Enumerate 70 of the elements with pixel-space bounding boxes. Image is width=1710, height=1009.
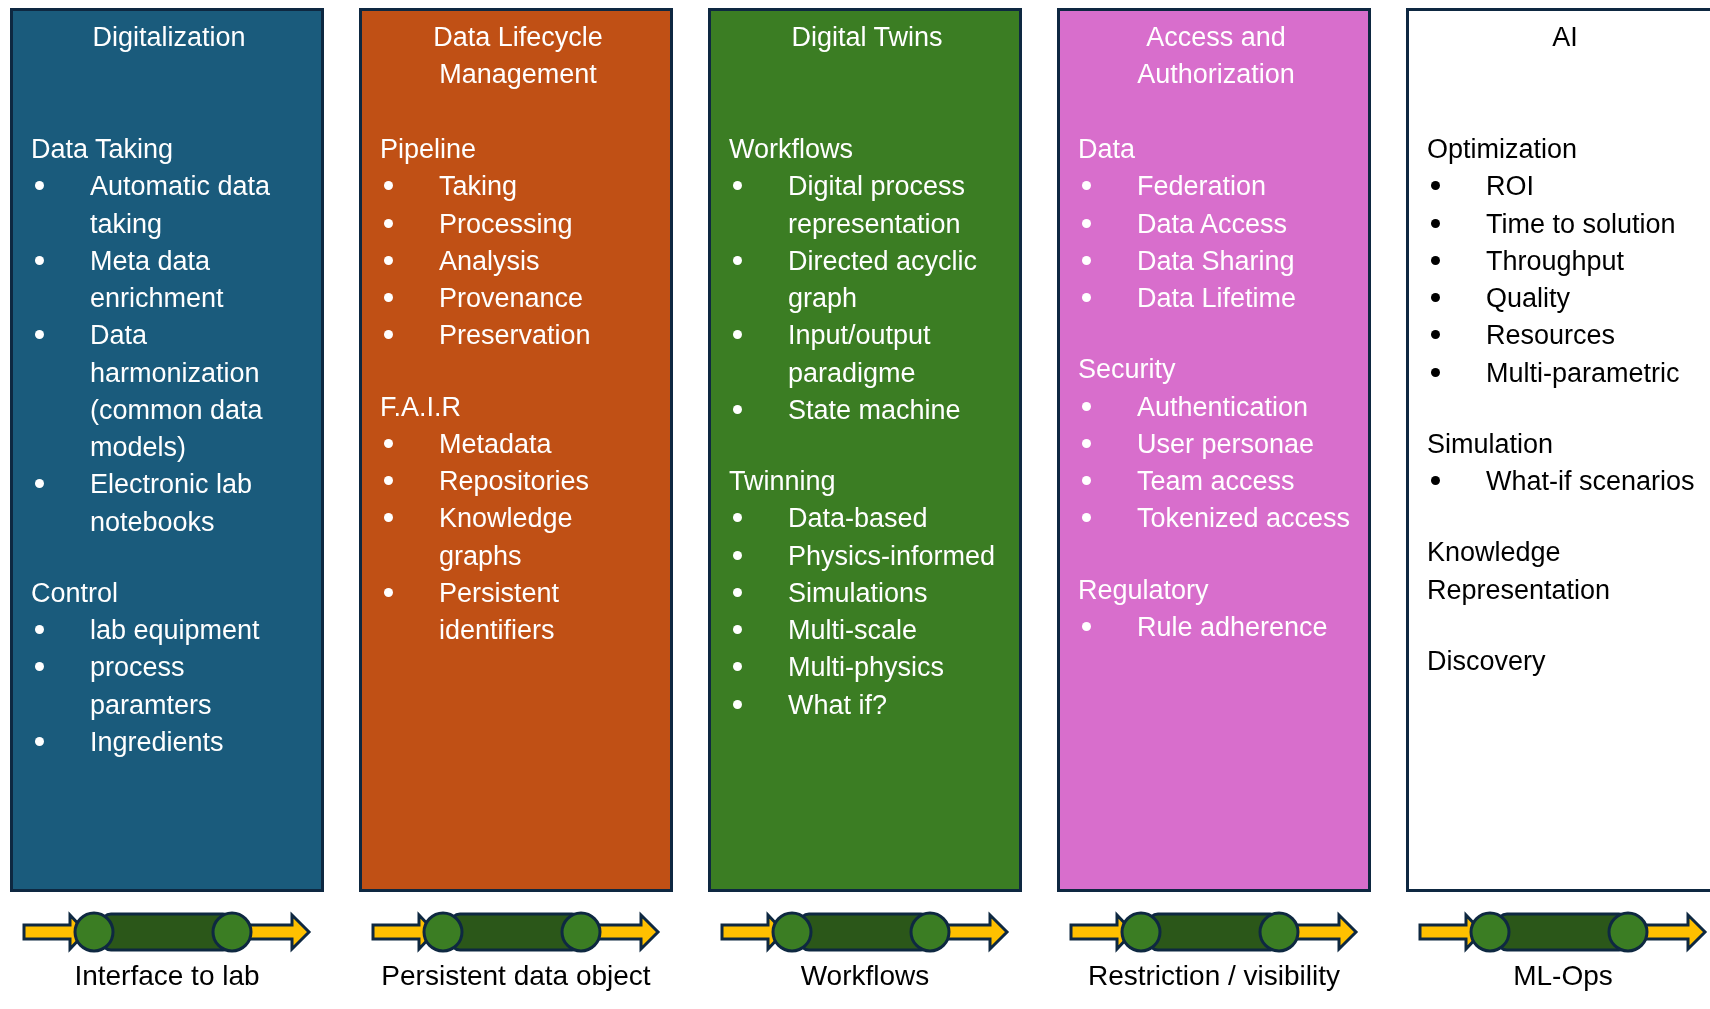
- node-label: Persistent data object: [380, 960, 652, 992]
- list-item: State machine: [788, 393, 961, 427]
- list-item: Team access: [1137, 465, 1295, 498]
- list-item: Data harmonization (common data models): [90, 319, 264, 464]
- list-item: Quality: [1486, 282, 1571, 315]
- list-item: Metadata: [439, 427, 552, 461]
- list-item: Repositories: [439, 465, 590, 498]
- section-heading: Regulatory: [1078, 573, 1210, 607]
- node-label: ML-Ops: [1512, 960, 1614, 992]
- list-item: Data Access: [1137, 207, 1288, 241]
- section-heading: Knowledge Representation: [1427, 536, 1612, 607]
- list-item: Data Sharing: [1137, 244, 1295, 278]
- list-item: Ingredients: [90, 725, 224, 759]
- category-panel: [359, 8, 673, 892]
- list-item: Physics-informed: [788, 539, 996, 573]
- section-heading: Data Taking: [31, 133, 175, 166]
- list-item: Data-based: [788, 502, 928, 536]
- list-item: Provenance: [439, 282, 584, 315]
- list-item: Automatic data taking: [90, 170, 272, 241]
- list-item: Multi-scale: [788, 614, 918, 647]
- list-item: Resources: [1486, 319, 1616, 353]
- list-item: Taking: [439, 170, 518, 204]
- category-panel: [1057, 8, 1371, 892]
- section-heading: Simulation: [1427, 427, 1555, 461]
- list-item: Electronic lab notebooks: [90, 468, 254, 539]
- category-panel: [10, 8, 324, 892]
- list-item: Persistent identifiers: [439, 576, 561, 647]
- list-item: lab equipment: [90, 614, 260, 647]
- section-heading: Security: [1078, 353, 1177, 387]
- list-item: Federation: [1137, 170, 1267, 204]
- list-item: Simulations: [788, 576, 928, 610]
- list-item: Multi-physics: [788, 651, 945, 685]
- list-item: Input/output paradigme: [788, 319, 932, 390]
- panel-title: Digitalization: [91, 21, 247, 54]
- list-item: process paramters: [90, 651, 213, 722]
- list-item: What-if scenarios: [1486, 465, 1695, 498]
- list-item: Time to solution: [1486, 207, 1676, 241]
- section-heading: Data: [1078, 133, 1137, 166]
- section-heading: Optimization: [1427, 133, 1579, 166]
- section-heading: F.A.I.R: [380, 390, 462, 424]
- section-heading: Workflows: [729, 133, 855, 166]
- node-label: Workflows: [799, 960, 931, 992]
- section-heading: Discovery: [1427, 644, 1547, 678]
- category-panel: [708, 8, 1022, 892]
- list-item: Rule adherence: [1137, 610, 1328, 644]
- list-item: Processing: [439, 207, 573, 241]
- node-label: Interface to lab: [73, 960, 261, 992]
- panel-title: AI: [1551, 21, 1579, 54]
- category-panel: [1406, 8, 1710, 892]
- list-item: Data Lifetime: [1137, 282, 1297, 315]
- list-item: Directed acyclic graph: [788, 244, 979, 315]
- list-item: Knowledge graphs: [439, 502, 574, 573]
- list-item: Meta data enrichment: [90, 244, 225, 315]
- list-item: Analysis: [439, 244, 540, 278]
- panel-title: Access and Authorization: [1136, 21, 1296, 92]
- panel-title: Digital Twins: [790, 21, 944, 54]
- section-heading: Twinning: [729, 465, 837, 498]
- node-label: Restriction / visibility: [1086, 960, 1342, 992]
- list-item: Tokenized access: [1137, 502, 1351, 536]
- list-item: Throughput: [1486, 244, 1625, 278]
- panel-title: Data Lifecycle Management: [432, 21, 604, 92]
- section-heading: Control: [31, 576, 120, 610]
- list-item: User personae: [1137, 427, 1315, 461]
- list-item: Preservation: [439, 319, 591, 353]
- list-item: Authentication: [1137, 390, 1309, 424]
- list-item: Multi-parametric: [1486, 356, 1680, 390]
- section-heading: Pipeline: [380, 133, 478, 166]
- list-item: What if?: [788, 688, 888, 722]
- list-item: Digital process representation: [788, 170, 967, 241]
- list-item: ROI: [1486, 170, 1534, 204]
